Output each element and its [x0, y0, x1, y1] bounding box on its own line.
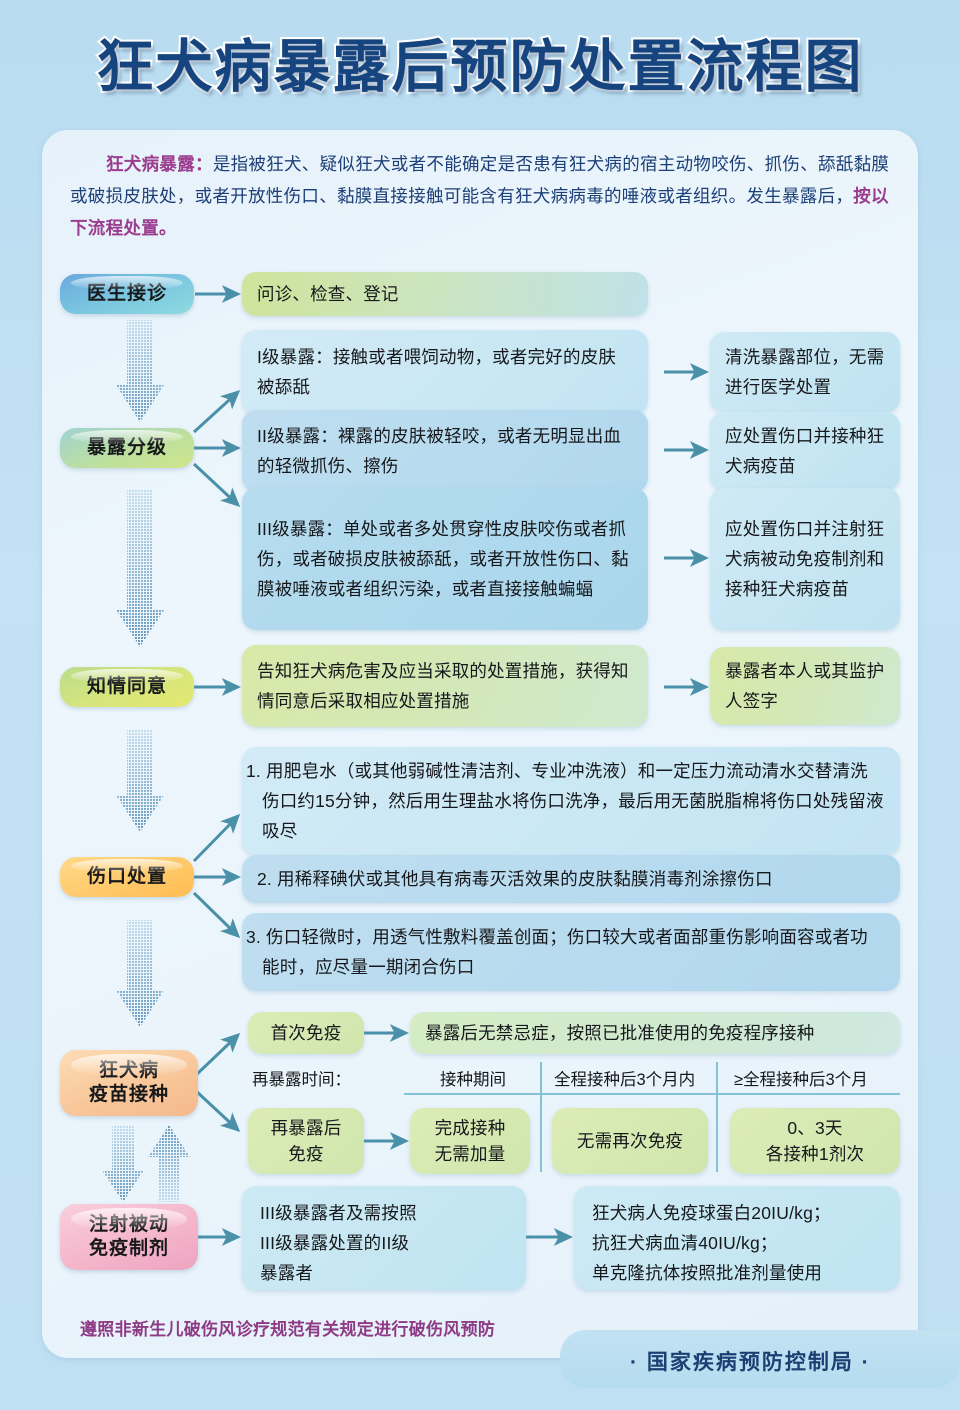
reexposure-header-2: 全程接种后3个月内 — [554, 1071, 696, 1089]
reception-action-box[interactable]: 问诊、检查、登记 — [242, 272, 648, 316]
step-label-informed-consent[interactable]: 知情同意 — [60, 667, 194, 707]
step-label-text: 知情同意 — [86, 676, 167, 697]
consent-result-box[interactable]: 暴露者本人或其监护人签字 — [710, 647, 900, 725]
exposure-level-3-text: III级暴露：单处或者多处贯穿性皮肤咬伤或者抓伤，或者破损皮肤被舔舐，或者开放性… — [257, 519, 629, 599]
table-divider-vertical-1 — [540, 1062, 542, 1172]
footer-band — [560, 1330, 960, 1388]
wound-step-3[interactable]: 3. 伤口轻微时，用透气性敷料覆盖创面；伤口较大或者面部重伤影响面容或者功能时，… — [242, 913, 900, 991]
consent-result-text: 暴露者本人或其监护人签字 — [725, 661, 885, 711]
exposure-level-3-desc[interactable]: III级暴露：单处或者多处贯穿性皮肤咬伤或者抓伤，或者破损皮肤被舔舐，或者开放性… — [242, 488, 648, 630]
step-label-exposure-grading[interactable]: 暴露分级 — [60, 428, 194, 468]
step-label-text-line2: 免疫制剂 — [88, 1238, 169, 1259]
reexposure-header-1: 接种期间 — [440, 1071, 506, 1089]
reexposure-cell-2-line1: 无需再次免疫 — [576, 1131, 684, 1151]
exposure-level-1-treatment-text: 清洗暴露部位，无需进行医学处置 — [725, 347, 885, 397]
step-label-doctor-reception[interactable]: 医生接诊 — [60, 274, 194, 314]
exposure-level-3-treatment[interactable]: 应处置伤口并注射狂犬病被动免疫制剂和接种狂犬病疫苗 — [710, 488, 900, 630]
step-label-text: 暴露分级 — [86, 437, 167, 458]
reexposure-header-3: ≥全程接种后3个月 — [734, 1071, 868, 1089]
step-label-text-line1: 注射被动 — [88, 1214, 169, 1235]
reception-action-text: 问诊、检查、登记 — [257, 284, 399, 304]
exposure-level-2-treatment[interactable]: 应处置伤口并接种狂犬病疫苗 — [710, 412, 900, 490]
reexposure-cell-1-line2: 无需加量 — [434, 1144, 506, 1164]
intro-body: 是指被狂犬、疑似狂犬或者不能确定是否患有狂犬病的宿主动物咬伤、抓伤、舔舐黏膜或破… — [70, 154, 890, 206]
table-divider-vertical-2 — [716, 1062, 718, 1172]
passive-dosage-line-2: 抗狂犬病血清40IU/kg； — [592, 1233, 778, 1253]
page-title: 狂犬病暴露后预防处置流程图 — [95, 33, 864, 101]
reexposure-cell-2[interactable]: 无需再次免疫 — [552, 1108, 708, 1174]
title-bar: 狂犬病暴露后预防处置流程图 — [0, 0, 960, 124]
passive-target-line-1: III级暴露者及需按照 — [260, 1203, 417, 1223]
flowchart: 医生接诊 问诊、检查、登记 暴露分级 I级暴露：接触或者喂饲动物，或者完好的皮肤… — [42, 130, 918, 1358]
reexposure-cell-3-line2: 各接种1剂次 — [765, 1144, 865, 1164]
exposure-level-2-desc[interactable]: II级暴露：裸露的皮肤被轻咬，或者无明显出血的轻微抓伤、擦伤 — [242, 410, 648, 492]
passive-dosage-box[interactable]: 狂犬病人免疫球蛋白20IU/kg； 抗狂犬病血清40IU/kg； 单克隆抗体按照… — [574, 1186, 900, 1290]
reexposure-cell-1[interactable]: 完成接种 无需加量 — [410, 1108, 530, 1174]
step-label-text: 医生接诊 — [86, 283, 167, 304]
step-label-passive-immunization[interactable]: 注射被动 免疫制剂 — [60, 1204, 198, 1270]
table-divider-horizontal — [404, 1093, 900, 1095]
main-card: 狂犬病暴露：是指被狂犬、疑似狂犬或者不能确定是否患有狂犬病的宿主动物咬伤、抓伤、… — [42, 130, 918, 1358]
exposure-level-1-text: I级暴露：接触或者喂饲动物，或者完好的皮肤被舔舐 — [257, 347, 617, 397]
reexposure-cell-3[interactable]: 0、3天 各接种1剂次 — [730, 1108, 900, 1174]
reexposure-cell-1-line1: 完成接种 — [434, 1118, 506, 1138]
exposure-level-2-text: II级暴露：裸露的皮肤被轻咬，或者无明显出血的轻微抓伤、擦伤 — [257, 426, 622, 476]
step-label-text: 伤口处置 — [86, 866, 167, 887]
exposure-level-2-treatment-text: 应处置伤口并接种狂犬病疫苗 — [725, 426, 885, 476]
wound-step-1[interactable]: 1. 用肥皂水（或其他弱碱性清洁剂、专业冲洗液）和一定压力流动清水交替清洗伤口约… — [242, 747, 900, 855]
step-label-rabies-vaccination[interactable]: 狂犬病 疫苗接种 — [60, 1050, 198, 1116]
passive-target-line-2: III级暴露处置的II级 — [260, 1233, 410, 1253]
footer-organization: · 国家疾病预防控制局 · — [630, 1351, 871, 1374]
intro-label: 狂犬病暴露： — [106, 154, 213, 174]
passive-dosage-line-1: 狂犬病人免疫球蛋白20IU/kg； — [592, 1203, 831, 1223]
wound-step-3-text: 3. 伤口轻微时，用透气性敷料覆盖创面；伤口较大或者面部重伤影响面容或者功能时，… — [246, 927, 868, 977]
intro-paragraph: 狂犬病暴露：是指被狂犬、疑似狂犬或者不能确定是否患有狂犬病的宿主动物咬伤、抓伤、… — [70, 148, 890, 244]
intro-tail: 按以下流程处置。 — [70, 186, 889, 238]
reexposure-immunization-label[interactable]: 再暴露后 免疫 — [248, 1108, 364, 1174]
wound-step-2[interactable]: 2. 用稀释碘伏或其他具有病毒灭活效果的皮肤黏膜消毒剂涂擦伤口 — [242, 855, 900, 903]
step-label-text-line2: 疫苗接种 — [88, 1084, 169, 1105]
consent-desc-box[interactable]: 告知狂犬病危害及应当采取的处置措施，获得知情同意后采取相应处置措施 — [242, 645, 648, 727]
tetanus-footnote: 遵照非新生儿破伤风诊疗规范有关规定进行破伤风预防 — [80, 1320, 496, 1339]
reexposure-time-label: 再暴露时间： — [252, 1071, 351, 1089]
exposure-level-1-desc[interactable]: I级暴露：接触或者喂饲动物，或者完好的皮肤被舔舐 — [242, 330, 648, 414]
first-immunization-label[interactable]: 首次免疫 — [248, 1012, 364, 1054]
step-label-wound-treatment[interactable]: 伤口处置 — [60, 857, 194, 897]
passive-target-line-3: 暴露者 — [260, 1263, 314, 1283]
reexposure-label-line2: 免疫 — [288, 1144, 324, 1164]
first-immunization-desc[interactable]: 暴露后无禁忌症，按照已批准使用的免疫程序接种 — [410, 1012, 900, 1054]
step-label-text-line1: 狂犬病 — [98, 1060, 159, 1081]
exposure-level-1-treatment[interactable]: 清洗暴露部位，无需进行医学处置 — [710, 332, 900, 412]
first-immunization-desc-text: 暴露后无禁忌症，按照已批准使用的免疫程序接种 — [425, 1023, 815, 1043]
reexposure-cell-3-line1: 0、3天 — [787, 1118, 843, 1138]
exposure-level-3-treatment-text: 应处置伤口并注射狂犬病被动免疫制剂和接种狂犬病疫苗 — [725, 519, 885, 599]
passive-dosage-line-3: 单克隆抗体按照批准剂量使用 — [592, 1263, 823, 1283]
first-immunization-label-text: 首次免疫 — [270, 1023, 342, 1043]
reexposure-label-line1: 再暴露后 — [270, 1118, 342, 1138]
passive-target-box[interactable]: III级暴露者及需按照 III级暴露处置的II级 暴露者 — [242, 1186, 526, 1290]
wound-step-2-text: 2. 用稀释碘伏或其他具有病毒灭活效果的皮肤黏膜消毒剂涂擦伤口 — [257, 869, 773, 889]
consent-desc-text: 告知狂犬病危害及应当采取的处置措施，获得知情同意后采取相应处置措施 — [257, 661, 629, 711]
wound-step-1-text: 1. 用肥皂水（或其他弱碱性清洁剂、专业冲洗液）和一定压力流动清水交替清洗伤口约… — [246, 761, 884, 841]
